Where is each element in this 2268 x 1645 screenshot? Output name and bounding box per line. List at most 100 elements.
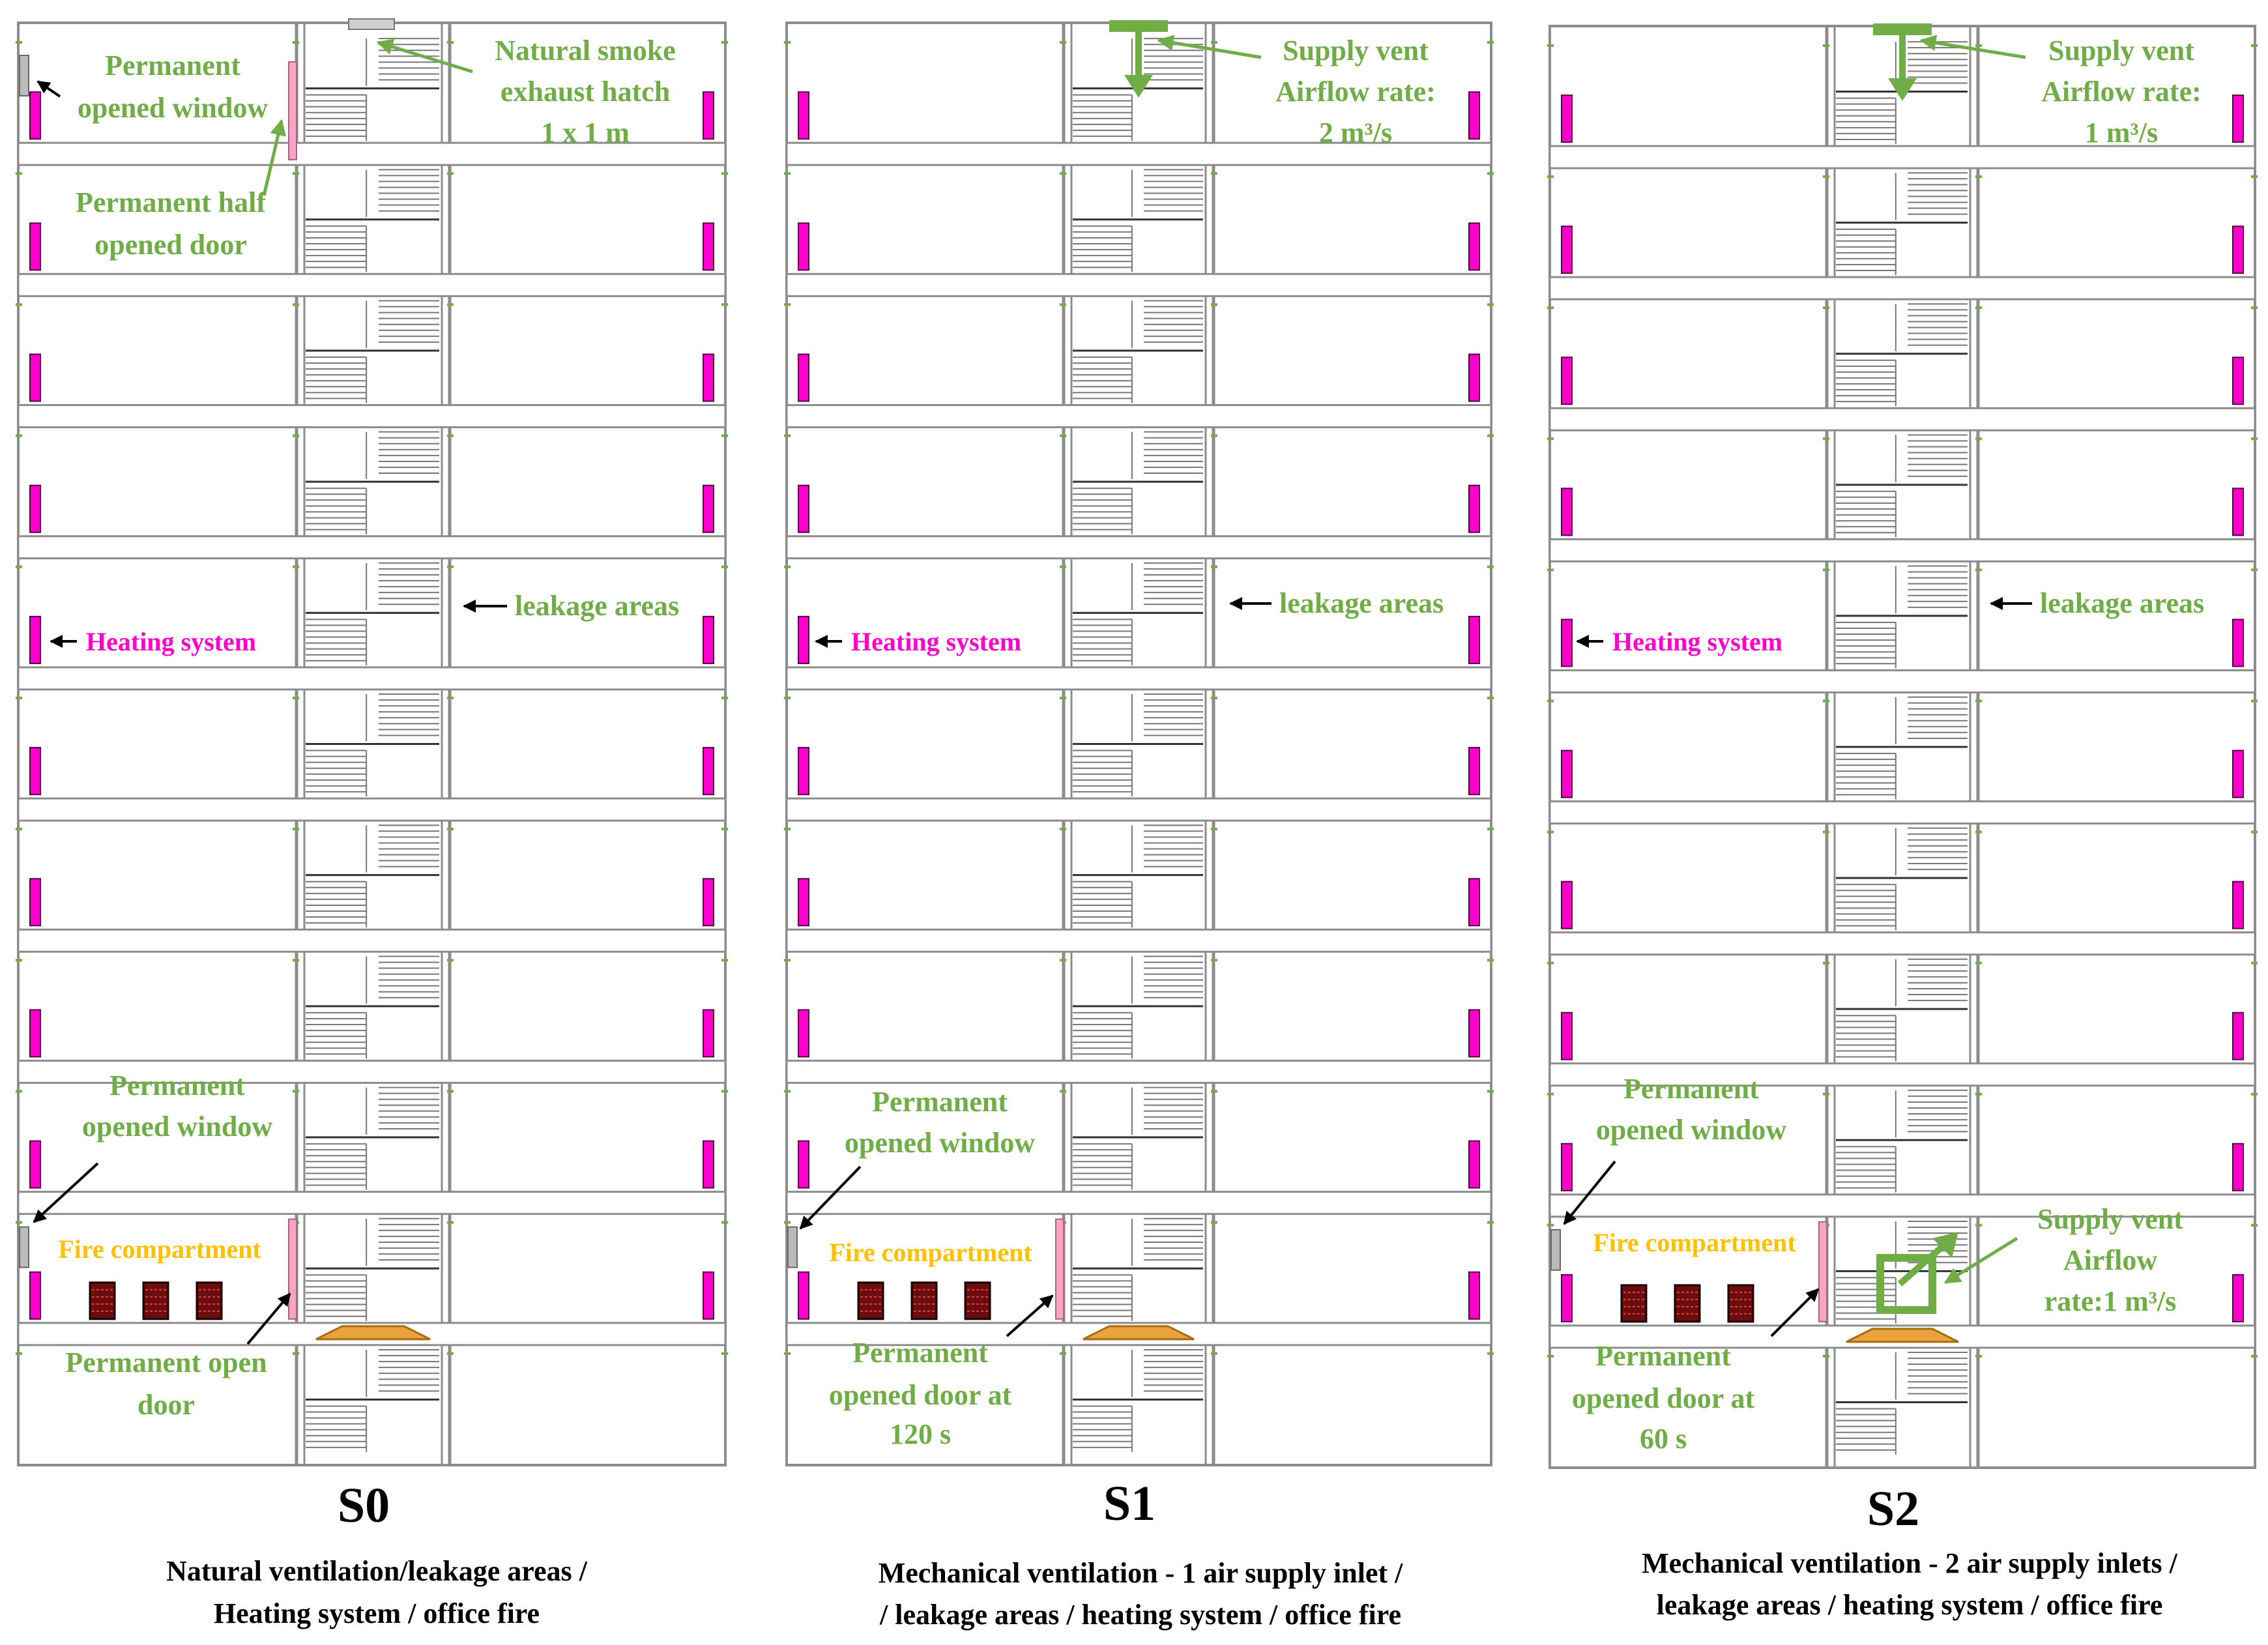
heating-system <box>798 353 809 402</box>
s2-vent-arrow <box>1919 35 2026 59</box>
s1-window2-arrow <box>799 1165 862 1230</box>
s0-window2-label-2: opened window <box>82 1111 272 1143</box>
heating-system <box>2232 750 2244 798</box>
floor-slab <box>1548 407 2256 431</box>
heating-system <box>1561 488 1573 536</box>
floor-slab <box>1548 1193 2256 1218</box>
s2-vent-label-2: Airflow rate: <box>2041 76 2202 108</box>
s0-half-door-label-1: Permanent half <box>76 186 267 218</box>
heating-system <box>1561 1012 1573 1060</box>
stair-door <box>1055 1218 1064 1320</box>
floor-slab <box>17 141 727 166</box>
fire-smoke-tray <box>1083 1325 1195 1341</box>
s1-vent-label-1: Supply vent <box>1283 35 1429 66</box>
s2-window2-arrow <box>1563 1160 1616 1225</box>
s0-top-window-label-2: opened window <box>78 92 268 124</box>
s1-vent-arrow <box>1157 35 1262 59</box>
panel-2-structure <box>1547 23 2258 1469</box>
floor-slab <box>785 1059 1492 1084</box>
s2-door-label-2: opened door at <box>1572 1382 1755 1414</box>
heating-system <box>1468 353 1480 402</box>
s2-vent2-label-1: Supply vent <box>2037 1203 2183 1235</box>
heating-system <box>703 1009 714 1058</box>
heating-system <box>703 1271 714 1320</box>
heating-system <box>1468 878 1480 927</box>
s2-vent2-label-2: Airflow <box>2063 1244 2157 1276</box>
floor-slab <box>785 666 1492 691</box>
fire-source <box>857 1281 884 1320</box>
fire-source <box>1674 1284 1701 1323</box>
panel-s1-labels: Supply vent Airflow rate: 2 m³/s Heating… <box>799 35 1444 1631</box>
heating-system <box>29 615 41 664</box>
heating-system <box>798 484 809 533</box>
floor-slab <box>17 404 727 429</box>
floor-slab <box>17 928 727 953</box>
s1-leakage-label: leakage areas <box>1279 587 1444 619</box>
heating-system <box>2232 488 2244 536</box>
floor-slab <box>17 272 727 297</box>
heating-system <box>798 878 809 927</box>
heating-system <box>2232 1143 2244 1191</box>
floor-slab <box>1548 1062 2256 1087</box>
s2-leakage-label: leakage areas <box>2040 587 2204 619</box>
heating-system <box>29 1140 41 1189</box>
heating-system <box>1468 1140 1480 1189</box>
floor-slab <box>1548 276 2256 300</box>
heating-system <box>703 222 714 271</box>
opened-window <box>787 1226 798 1268</box>
floor-slab <box>17 1191 727 1216</box>
stair-door <box>1818 1221 1827 1322</box>
floor-slab <box>17 666 727 691</box>
heating-system <box>2232 881 2244 929</box>
smoke-exhaust-hatch <box>348 18 395 30</box>
panel-s2-labels: Supply vent Airflow rate: 1 m³/s Heating… <box>1563 35 2204 1621</box>
heating-system <box>1561 750 1573 798</box>
s0-title: S0 <box>338 1478 390 1533</box>
s2-title: S2 <box>1867 1481 1919 1536</box>
heating-system <box>1561 226 1573 274</box>
panel-s0-labels: Permanent opened window Permanent half o… <box>33 35 679 1629</box>
s2-caption-1: Mechanical ventilation - 2 air supply in… <box>1642 1547 2178 1579</box>
heating-system <box>1561 1274 1573 1322</box>
s0-hatch-label-2: exhaust hatch <box>501 76 670 108</box>
floor-slab <box>17 797 727 822</box>
s1-vent-label-2: Airflow rate: <box>1275 76 1436 108</box>
s0-hatch-label-3: 1 x 1 m <box>541 117 630 149</box>
s2-door-label-1: Permanent <box>1595 1340 1731 1372</box>
heating-system <box>1468 1009 1480 1058</box>
supply-vent <box>1873 23 1932 35</box>
s0-door-label-1: Permanent open <box>65 1347 267 1378</box>
s0-half-door-label-2: opened door <box>94 229 246 261</box>
heating-system <box>703 353 714 402</box>
heating-system <box>703 615 714 664</box>
fire-source <box>196 1281 223 1320</box>
opened-window <box>19 1226 29 1268</box>
s2-caption-2: leakage areas / heating system / office … <box>1657 1589 2163 1621</box>
s1-vent-label-3: 2 m³/s <box>1319 117 1392 149</box>
s2-vent-label-3: 1 m³/s <box>2085 117 2158 149</box>
heating-system <box>1561 619 1573 667</box>
heating-system <box>1561 357 1573 405</box>
floor-slab <box>785 404 1492 429</box>
heating-system <box>29 91 41 140</box>
heating-system <box>2232 357 2244 405</box>
heating-system <box>703 91 714 140</box>
floor-slab <box>785 535 1492 560</box>
heating-system <box>29 353 41 402</box>
heating-system <box>703 878 714 927</box>
s0-window-arrow <box>36 80 61 98</box>
heating-system <box>1468 615 1480 664</box>
s0-half-door-arrow <box>262 119 287 196</box>
s2-window2-label-2: opened window <box>1596 1114 1786 1146</box>
s2-vent-label-1: Supply vent <box>2048 35 2194 66</box>
stair-door <box>288 1218 297 1320</box>
s0-window2-arrow <box>33 1162 99 1223</box>
fire-source <box>89 1281 116 1320</box>
s0-top-window-label-1: Permanent <box>105 50 240 81</box>
supply-vent-arrowhead <box>1124 75 1153 98</box>
fire-source <box>1620 1284 1648 1323</box>
s1-door-label-1: Permanent <box>852 1337 988 1369</box>
opened-window <box>1550 1229 1561 1271</box>
